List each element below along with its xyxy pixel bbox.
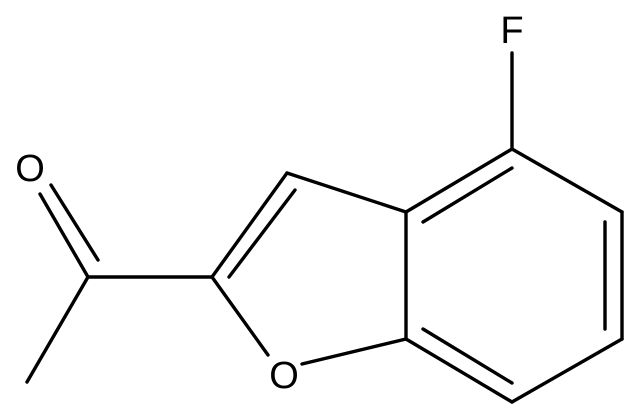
bond-carbonyl-oxygen-outer	[38, 192, 90, 279]
bond-c3a-c4-outer	[404, 147, 514, 214]
bond-c2-c3-inner	[227, 188, 297, 279]
bond-c6-c7	[510, 337, 624, 404]
fluorine-label: F	[500, 10, 523, 52]
bond-c7-c7a-outer	[404, 337, 514, 404]
bond-c3-c3a	[285, 171, 408, 214]
ring-oxygen-label: O	[269, 355, 299, 397]
bond-c7-c7a-inner	[421, 327, 514, 385]
bond-c3a-c4-inner	[421, 166, 514, 224]
bond-c2-c3-outer	[210, 171, 289, 279]
bond-carbonyl-oxygen-inner	[49, 183, 100, 262]
bond-ring-oxygen-c7a	[300, 337, 408, 366]
bond-methyl-carbonyl	[25, 275, 90, 384]
bond-c4-c5	[510, 147, 624, 214]
bond-c2-ring-oxygen	[210, 275, 270, 357]
carbonyl-oxygen-label: O	[15, 148, 45, 190]
